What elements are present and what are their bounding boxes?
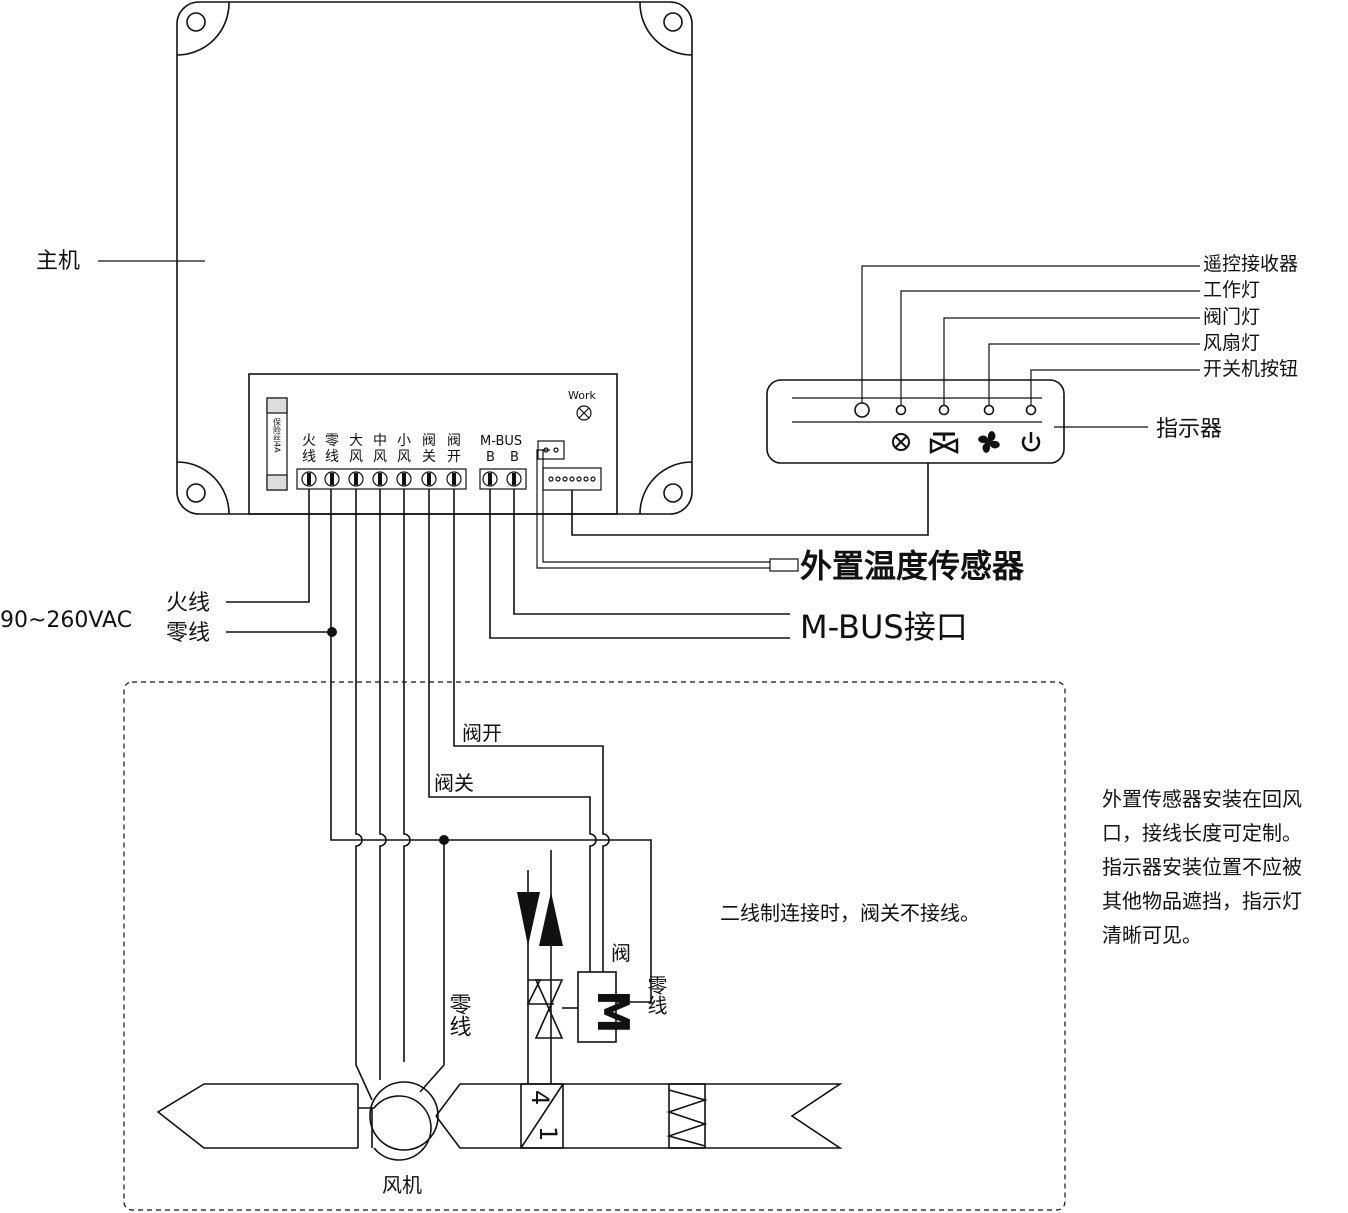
work-lamp-icon	[576, 405, 592, 421]
two-wire-note: 二线制连接时，阀关不接线。	[720, 901, 980, 925]
power-lamp-icon	[1025, 404, 1037, 416]
terminal-label: 线	[325, 449, 339, 465]
mount-hole-bottom-left	[176, 461, 230, 515]
sensor-num-bottom: 1	[534, 1126, 562, 1141]
screw-terminal-icon[interactable]	[482, 471, 498, 487]
terminal-label: 大	[349, 433, 363, 449]
valve-wire-label: 阀	[611, 941, 631, 965]
valve-close-wire-label: 阀关	[434, 771, 474, 795]
motor-actuator: M	[577, 971, 638, 1043]
terminal-label: 阀	[422, 433, 436, 449]
terminal-label: 线	[302, 449, 316, 465]
terminal-label: 关	[422, 449, 436, 465]
terminal-label: 中	[373, 433, 387, 449]
fuse: 保险丝4A	[266, 397, 288, 491]
terminal-label: 小	[397, 433, 411, 449]
fan-icon	[358, 1081, 439, 1161]
indicator-item-label: 阀门灯	[1203, 306, 1260, 328]
mount-hole-bottom-right	[639, 461, 693, 515]
neutral-wire-label: 零线	[166, 621, 210, 646]
valve-lamp-icon	[938, 404, 950, 416]
indicator-label: 指示器	[1156, 417, 1222, 442]
valve-symbol-icon	[929, 432, 959, 454]
indicator-connector	[542, 467, 602, 491]
flow-up-arrow-icon	[539, 892, 563, 946]
screw-terminal-icon[interactable]	[348, 471, 364, 487]
filter-icon	[666, 1083, 708, 1149]
work-label: Work	[568, 389, 596, 402]
duct-sensor-icon: 4 1	[520, 1083, 564, 1149]
voltage-label: 90~260VAC	[0, 608, 132, 633]
installation-note: 外置传感器安装在回风口，接线长度可定制。指示器安装位置不应被其他物品遮挡，指示灯…	[1102, 787, 1302, 947]
fuse-label: 保险丝4A	[273, 417, 282, 453]
terminal-label: 风	[397, 449, 411, 465]
terminal-label: 零	[325, 433, 339, 449]
fan-label: 风机	[382, 1173, 422, 1197]
note-line: 指示器安装位置不应被	[1102, 855, 1302, 879]
sensor-num-top: 4	[526, 1090, 554, 1105]
indicator-item-label: 开关机按钮	[1203, 358, 1298, 380]
motor-letter: M	[587, 990, 638, 1034]
screw-terminal-icon[interactable]	[372, 471, 388, 487]
screw-terminal-icon[interactable]	[324, 471, 340, 487]
terminal-label: 开	[447, 449, 461, 465]
terminal-label: 风	[349, 449, 363, 465]
main-unit-label: 主机	[36, 249, 80, 274]
flow-down-arrow-icon	[517, 892, 540, 946]
valve-neutral-label: 零线	[644, 975, 668, 1015]
field-area-boundary	[123, 681, 1066, 1211]
indicator-item-label: 遥控接收器	[1203, 253, 1298, 275]
fan-symbol-icon	[978, 431, 1000, 453]
ext-sensor-label: 外置温度传感器	[800, 547, 1025, 585]
note-line: 清晰可见。	[1102, 923, 1202, 947]
mbus-b1-label: B	[486, 450, 495, 465]
screw-terminal-icon[interactable]	[421, 471, 437, 487]
main-unit: 主机	[36, 1, 693, 515]
terminal-label: 风	[373, 449, 387, 465]
mbus-title: M-BUS	[480, 434, 522, 449]
fan-neutral-label: 零线	[446, 993, 472, 1037]
note-line: 外置传感器安装在回风	[1102, 787, 1302, 811]
fan-lamp-icon	[983, 404, 995, 416]
air-duct: 4 1	[156, 1081, 843, 1161]
mount-hole-top-left	[176, 1, 230, 56]
indicator-item-label: 风扇灯	[1203, 332, 1260, 354]
sensor-probe	[769, 558, 799, 572]
junction-dot	[327, 627, 337, 637]
mbus-terminal-labels: M-BUS B B	[480, 434, 522, 465]
mount-hole-top-right	[639, 1, 693, 56]
screw-terminal-icon[interactable]	[506, 471, 522, 487]
mbus-interface-label: M-BUS接口	[800, 608, 968, 646]
wires	[226, 449, 929, 1101]
screw-terminal-icon[interactable]	[301, 471, 317, 487]
valve-body-icon	[526, 979, 578, 1039]
work-symbol-icon	[892, 433, 910, 451]
remote-receiver-icon	[854, 402, 870, 418]
note-line: 口，接线长度可定制。	[1102, 821, 1302, 845]
screw-terminal-icon[interactable]	[396, 471, 412, 487]
note-line: 其他物品遮挡，指示灯	[1102, 889, 1302, 913]
screw-terminal-icon[interactable]	[446, 471, 462, 487]
mbus-b2-label: B	[510, 450, 519, 465]
power-button-icon	[1021, 432, 1041, 452]
terminal-label: 火	[302, 433, 316, 449]
valve-open-wire-label: 阀开	[462, 721, 502, 745]
water-valve: M	[517, 850, 638, 1084]
live-wire-label: 火线	[166, 591, 210, 616]
work-lamp-small-icon	[895, 404, 907, 416]
indicator-item-label: 工作灯	[1203, 279, 1260, 301]
terminal-label: 阀	[447, 433, 461, 449]
